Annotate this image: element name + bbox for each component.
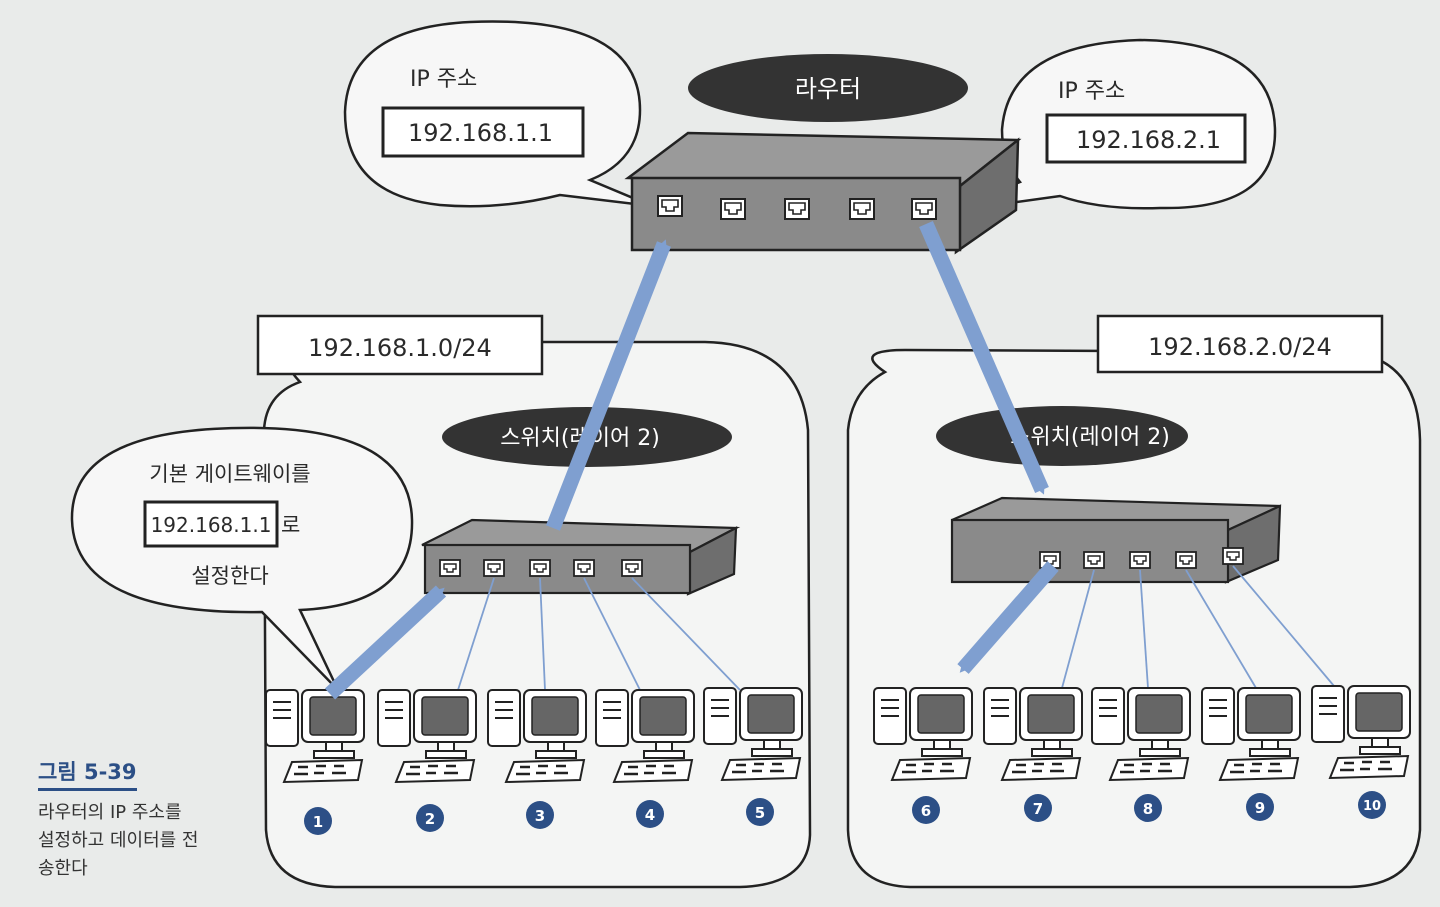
badge-3-label: 3 (535, 807, 545, 825)
badge-10-label: 10 (1363, 799, 1381, 814)
badge-5 (746, 798, 774, 826)
badge-10 (1358, 791, 1386, 819)
badge-9 (1246, 793, 1274, 821)
router-right-ip-box (1045, 113, 1247, 164)
network-2-cidr-box (1096, 314, 1384, 374)
router-label-oval (688, 54, 968, 122)
badge-6-label: 6 (921, 802, 931, 820)
badge-1-label: 1 (313, 813, 323, 831)
figure-number: 그림 5-39 (38, 756, 137, 791)
gateway-callout-suffix: 로 (281, 513, 300, 537)
badge-9-label: 9 (1255, 799, 1265, 817)
network-2-cables (1061, 565, 1335, 689)
router-left-ip-box (381, 106, 585, 158)
badge-7 (1024, 794, 1052, 822)
switch-2-label: 스위치(레이어 2) (1010, 425, 1170, 450)
gateway-callout-line3: 설정한다 (191, 564, 268, 588)
data-flow-arrows (324, 221, 1059, 700)
router-left-ip-value: 192.168.1.1 (408, 119, 553, 147)
gateway-callout (70, 426, 414, 691)
switch-1-device (421, 518, 741, 596)
badge-4-label: 4 (645, 806, 655, 824)
badge-3 (526, 801, 554, 829)
badge-4 (636, 800, 664, 828)
figure-caption: 그림 5-39 라우터의 IP 주소를 설정하고 데이터를 전송한다 (38, 756, 218, 883)
badge-6 (912, 796, 940, 824)
badge-2 (416, 804, 444, 832)
router-right-ip-value: 192.168.2.1 (1076, 126, 1221, 154)
gateway-callout-line1: 기본 게이트웨이를 (149, 462, 310, 486)
badge-8 (1134, 794, 1162, 822)
gateway-ip: 192.168.1.1 (151, 513, 272, 537)
network-2-cidr: 192.168.2.0/24 (1148, 333, 1332, 361)
badge-7-label: 7 (1033, 800, 1043, 818)
badge-5-label: 5 (755, 804, 765, 822)
network-1-cidr: 192.168.1.0/24 (308, 334, 492, 362)
badge-2-label: 2 (425, 810, 435, 828)
router-label: 라우터 (795, 75, 861, 103)
switch-2-device (950, 496, 1282, 584)
gateway-ip-box (143, 500, 279, 548)
badge-1 (304, 807, 332, 835)
network-1-cidr-box (256, 314, 544, 376)
router-device (624, 131, 1022, 255)
network-1-cables (457, 577, 741, 691)
router-right-ip-title: IP 주소 (1058, 79, 1125, 104)
badge-8-label: 8 (1143, 800, 1153, 818)
router-left-ip-title: IP 주소 (410, 67, 477, 92)
figure-caption-text: 라우터의 IP 주소를 설정하고 데이터를 전송한다 (38, 802, 199, 879)
switch-2-label-oval (936, 406, 1188, 466)
